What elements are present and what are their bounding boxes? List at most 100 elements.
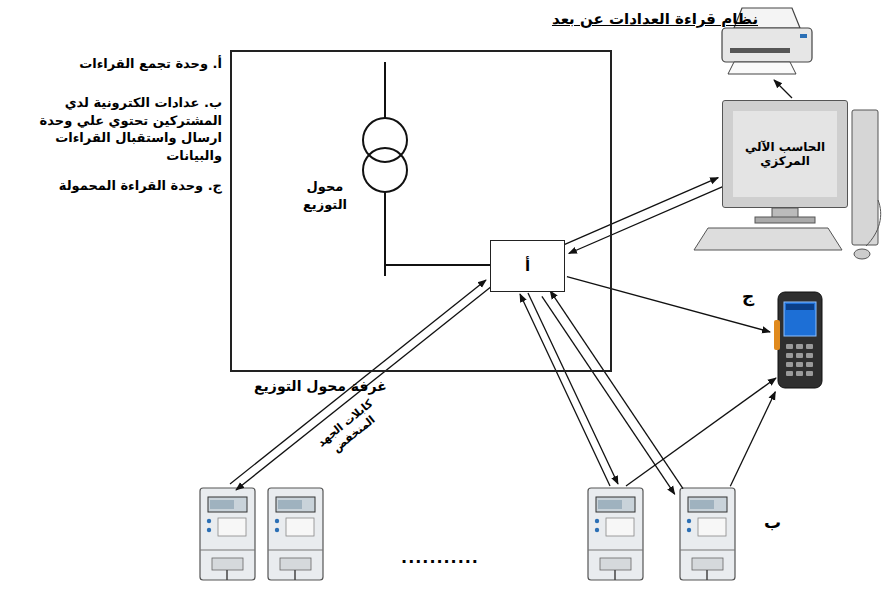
meter-body: [588, 488, 643, 580]
node-text: الحاسب الآلي المركزي: [735, 140, 835, 168]
meter-terminal-cover: [280, 558, 311, 570]
data-link-arrow: [565, 178, 718, 245]
part-label: كابلات الجهد المنخفض: [298, 383, 401, 475]
printer-button: [800, 34, 807, 38]
meter-button: [595, 528, 599, 532]
data-link-arrow: [550, 291, 683, 489]
data-link-arrow: [567, 277, 770, 332]
device-key: [806, 344, 813, 349]
device-body: [778, 292, 822, 388]
key-note: ب. عدادات الكترونية لدي المشتركين تحتوي …: [10, 94, 222, 164]
room-outline: غرفة محول التوزيعأ: [230, 50, 612, 372]
meter-display: [208, 497, 247, 512]
meter-body: [200, 488, 255, 580]
device-screen: [784, 302, 816, 336]
meter-node: ب: [680, 488, 735, 580]
device-key: [796, 362, 803, 367]
device-key: [796, 371, 803, 376]
key-note: ج. وحدة القراءة المحمولة: [10, 178, 222, 193]
meter-seam: [200, 550, 255, 551]
device-key: [796, 344, 803, 349]
meter-terminal-cover: [692, 558, 723, 570]
meter-button: [207, 519, 211, 523]
device-key: [806, 362, 813, 367]
monitor-base: [755, 217, 815, 223]
meter-terminal-cover: [600, 558, 631, 570]
transformer-winding: [363, 148, 407, 192]
meter-seam: [588, 550, 643, 551]
node-heading: ب: [764, 512, 781, 532]
meter-nameplate: [698, 518, 726, 536]
meter-button: [207, 528, 211, 532]
node-heading: ج: [742, 286, 754, 306]
meter-button: [275, 519, 279, 523]
monitor-screen: الحاسب الآلي المركزي: [722, 100, 848, 208]
data-link-arrow: [542, 296, 675, 494]
meter-display: [688, 497, 727, 512]
meter-cable: [294, 570, 296, 580]
meter-button: [687, 528, 691, 532]
meter-nameplate: [218, 518, 246, 536]
data-arrow: [236, 286, 492, 490]
printer-output-tray: [728, 62, 796, 74]
part-label: محول التوزيع: [292, 178, 358, 214]
data-link-arrow: [730, 392, 775, 486]
device-key: [806, 353, 813, 358]
meter-digits: [210, 500, 234, 509]
meter-button: [687, 519, 691, 523]
concentrator-box: أ: [490, 240, 565, 292]
device-key: [806, 371, 813, 376]
node-text: أ: [525, 257, 530, 275]
mouse: [854, 249, 870, 259]
printer-slot: [730, 48, 790, 53]
meter-cable: [226, 570, 228, 580]
node-heading: غرفة محول التوزيع: [254, 378, 387, 394]
device-grip: [774, 320, 780, 350]
electronic-meter: [200, 488, 255, 580]
meter-button: [275, 528, 279, 532]
data-arrow: [626, 378, 776, 486]
device-key: [796, 353, 803, 358]
keyboard: [694, 228, 842, 250]
meter-digits: [690, 500, 714, 509]
electronic-meter: [680, 488, 735, 580]
meter-terminal-cover: [212, 558, 243, 570]
mouse-cable: [866, 200, 881, 246]
transformer-lead: [384, 62, 386, 118]
device-status-bar: [786, 304, 814, 310]
printer-arrow: [774, 80, 792, 98]
printer-body: [722, 28, 812, 62]
data-arrow: [230, 280, 486, 484]
electronic-meter: [268, 488, 323, 580]
device-key: [786, 362, 793, 367]
meter-seam: [268, 550, 323, 551]
data-arrow: [520, 294, 610, 486]
ellipsis-mark: ...........: [380, 548, 500, 567]
meter-body: [680, 488, 735, 580]
device-key: [786, 353, 793, 358]
meter-display: [596, 497, 635, 512]
data-link-arrow: [569, 187, 722, 254]
device-key: [786, 344, 793, 349]
meter-display: [276, 497, 315, 512]
meter-cable: [614, 570, 616, 580]
meter-seam: [680, 550, 735, 551]
meter-button: [595, 519, 599, 523]
meter-nameplate: [286, 518, 314, 536]
transformer-lead: [384, 192, 386, 276]
meter-nameplate: [606, 518, 634, 536]
low-voltage-bus: [385, 264, 490, 266]
meter-cable: [706, 570, 708, 580]
device-key: [786, 371, 793, 376]
meter-digits: [278, 500, 302, 509]
electronic-meter: [588, 488, 643, 580]
handheld-reader: ج: [772, 290, 828, 390]
key-note: أ. وحدة تجمع القراءات: [10, 56, 222, 71]
meter-body: [268, 488, 323, 580]
handheld-drawing: [772, 290, 828, 390]
meter-digits: [598, 500, 622, 509]
diagram-title: نظام قراءة العدادات عن بعد: [500, 10, 810, 28]
